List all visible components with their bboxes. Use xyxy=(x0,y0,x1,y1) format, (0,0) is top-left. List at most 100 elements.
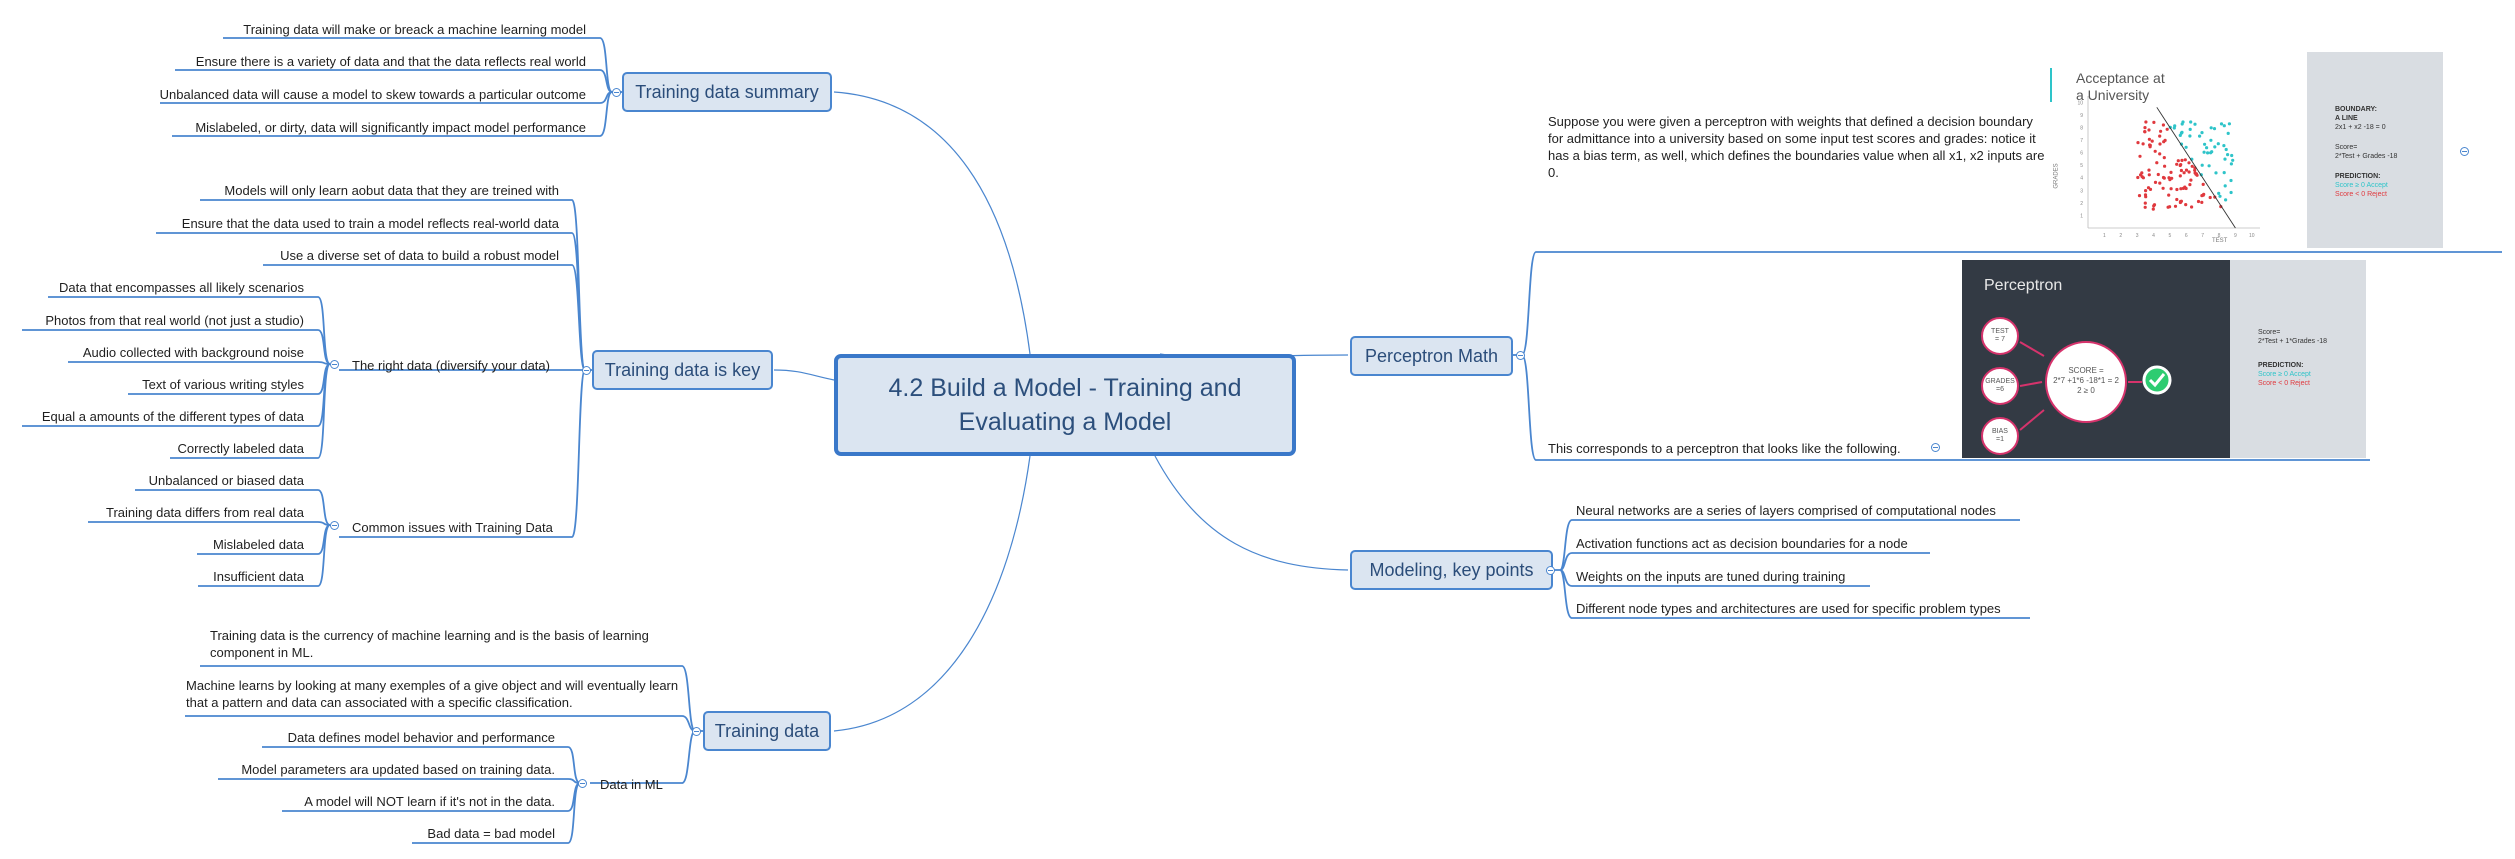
note-text: Suppose you were given a perceptron with… xyxy=(1548,114,2045,180)
list-item: Bad data = bad model xyxy=(427,826,555,841)
input-bias-value: =1 xyxy=(1996,436,2004,443)
scatter-point xyxy=(2219,122,2224,126)
scatter-point xyxy=(2173,204,2178,208)
scatter-point xyxy=(2190,164,2194,168)
note-text: This corresponds to a perceptron that lo… xyxy=(1548,441,1901,456)
input-test-label: TEST xyxy=(1991,328,2009,335)
scatter-point xyxy=(2230,153,2234,158)
scatter-point xyxy=(2147,173,2151,177)
collapse-icon[interactable] xyxy=(330,521,339,530)
collapse-icon[interactable] xyxy=(1516,351,1525,360)
y-tick-label: 4 xyxy=(2080,176,2083,182)
scatter-point xyxy=(2187,161,2191,165)
scatter-point xyxy=(2165,127,2169,131)
topic-label: Training data summary xyxy=(635,81,819,102)
topic-perceptron-math[interactable]: Perceptron Math xyxy=(1350,336,1513,376)
scatter-point xyxy=(2161,123,2165,127)
x-tick-label: 4 xyxy=(2152,233,2155,239)
accept-rule: Score ≥ 0 Accept xyxy=(2258,371,2311,378)
list-item: Data that encompasses all likely scenari… xyxy=(59,280,304,295)
topic-training-data-is-key[interactable]: Training data is key xyxy=(592,350,773,390)
boundary-title: BOUNDARY: xyxy=(2335,106,2377,113)
score-eq: 2*Test + 1*Grades -18 xyxy=(2258,338,2328,345)
prediction-label: PREDICTION: xyxy=(2335,173,2381,180)
scatter-point xyxy=(2158,142,2162,146)
y-tick-label: 2 xyxy=(2080,201,2083,207)
scatter-point xyxy=(2162,140,2166,144)
scatter-point xyxy=(2148,187,2153,191)
list-item: Training data will make or breack a mach… xyxy=(243,22,586,37)
collapse-icon[interactable] xyxy=(612,88,621,97)
perceptron-graph xyxy=(1981,317,2172,455)
list-item: Mislabeled data xyxy=(212,537,304,552)
topic-label: Perceptron Math xyxy=(1364,345,1499,366)
scatter-point xyxy=(2227,122,2231,126)
scatter-point xyxy=(2223,184,2227,188)
subtopic-right-data[interactable]: The right data (diversify your data) xyxy=(352,358,550,373)
list-item: A model will NOT learn if it's not in th… xyxy=(304,794,555,809)
collapse-icon[interactable] xyxy=(330,360,339,369)
collapse-icon[interactable] xyxy=(692,727,701,736)
scatter-point xyxy=(2147,128,2151,132)
scatter-point xyxy=(2147,137,2151,141)
list-item: Model parameters ara updated based on tr… xyxy=(241,762,555,777)
scatter-point xyxy=(2175,187,2179,192)
scatter-point xyxy=(2178,174,2182,178)
list-item: Models will only learn aobut data that t… xyxy=(224,183,559,198)
input-grades-label: GRADES xyxy=(1985,378,2015,385)
decision-boundary-line xyxy=(2156,107,2236,229)
list-item: Equal a amounts of the different types o… xyxy=(41,409,304,424)
scatter-point xyxy=(2153,149,2157,153)
list-item: Neural networks are a series of layers c… xyxy=(1576,503,1996,518)
y-axis-label: GRADES xyxy=(2053,163,2060,189)
perceptron-info-panel: Score= 2*Test + 1*Grades -18 PREDICTION:… xyxy=(2230,260,2366,458)
scatter-point xyxy=(2196,199,2201,204)
scatter-point xyxy=(2184,145,2188,149)
scatter-point xyxy=(2143,205,2147,209)
list-item: Training data is the currency of machine… xyxy=(210,628,649,660)
scatter-point xyxy=(2188,134,2192,138)
scatter-point xyxy=(2188,183,2192,187)
topic-training-data-summary[interactable]: Training data summary xyxy=(622,72,832,112)
scatter-point xyxy=(2163,164,2167,168)
scatter-point xyxy=(2180,158,2184,162)
list-item: Correctly labeled data xyxy=(177,441,304,456)
scatter-point xyxy=(2169,170,2173,174)
topic-training-data[interactable]: Training data xyxy=(703,711,831,751)
scatter-point xyxy=(2209,138,2213,142)
scatter-point xyxy=(2176,159,2180,163)
list-item: Unbalanced data will cause a model to sk… xyxy=(159,87,586,102)
topic-modeling-key-points[interactable]: Modeling, key points xyxy=(1350,550,1553,590)
scatter-point xyxy=(2222,124,2226,128)
collapse-icon[interactable] xyxy=(1546,566,1555,575)
scatter-point xyxy=(2152,204,2156,208)
scatter-point xyxy=(2181,120,2185,124)
collapse-icon[interactable] xyxy=(2460,147,2469,156)
scatter-point xyxy=(2200,163,2204,167)
accept-rule: Score ≥ 0 Accept xyxy=(2335,182,2388,189)
scatter-point xyxy=(2209,151,2213,155)
scatter-point xyxy=(2150,139,2154,143)
list-item: Text of various writing styles xyxy=(142,377,304,392)
collapse-icon[interactable] xyxy=(1931,443,1940,452)
collapse-icon[interactable] xyxy=(582,366,591,375)
score-label: Score= xyxy=(2335,144,2358,151)
reject-rule: Score < 0 Reject xyxy=(2335,191,2387,198)
scatter-point xyxy=(2158,181,2162,185)
scatter-point xyxy=(2201,182,2205,186)
scatter-point xyxy=(2168,178,2172,182)
scatter-point xyxy=(2222,171,2226,175)
scatter-point xyxy=(2161,186,2165,190)
subtopic-data-in-ml[interactable]: Data in ML xyxy=(600,777,663,792)
subtopic-common-issues[interactable]: Common issues with Training Data xyxy=(352,520,553,535)
y-tick-label: 5 xyxy=(2080,163,2083,169)
y-tick-label: 7 xyxy=(2080,138,2083,144)
collapse-icon[interactable] xyxy=(578,779,587,788)
scatter-point xyxy=(2217,191,2221,195)
scatter-point xyxy=(2198,134,2202,138)
scatter-point xyxy=(2207,164,2211,168)
central-topic[interactable]: 4.2 Build a Model - Training and Evaluat… xyxy=(834,354,1296,456)
scatter-point xyxy=(2156,172,2160,177)
scatter-point xyxy=(2159,129,2163,133)
